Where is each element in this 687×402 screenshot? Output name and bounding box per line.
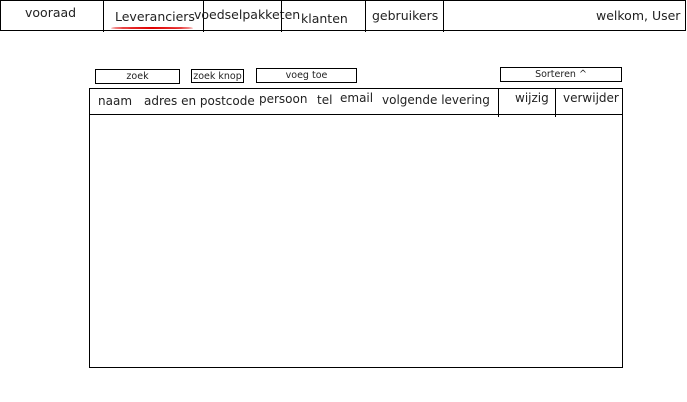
search-button[interactable]: zoek knop xyxy=(191,69,244,83)
column-header-wijzig: wijzig xyxy=(515,91,549,105)
nav-divider xyxy=(365,1,366,32)
welcome-user-text: welkom, User xyxy=(596,8,681,23)
column-header-adres-en-postcode: adres en postcode xyxy=(144,94,255,108)
add-button[interactable]: voeg toe xyxy=(256,68,357,83)
nav-item-vooraad[interactable]: vooraad xyxy=(25,5,77,20)
nav-divider xyxy=(103,1,104,32)
column-header-volgende-levering: volgende levering xyxy=(382,93,490,107)
column-divider xyxy=(555,89,556,117)
nav-item-klanten[interactable]: klanten xyxy=(301,11,348,26)
nav-divider xyxy=(203,1,204,32)
table-header-separator xyxy=(90,114,622,115)
nav-divider xyxy=(281,1,282,32)
search-input[interactable]: zoek xyxy=(95,69,180,84)
top-nav-bar: vooraad Leveranciers voedselpakketen kla… xyxy=(0,0,686,32)
column-header-verwijder: verwijder xyxy=(563,91,619,105)
column-header-naam: naam xyxy=(98,94,133,108)
column-divider xyxy=(498,89,499,117)
suppliers-table: naam adres en postcode persoon tel email… xyxy=(89,88,623,368)
nav-item-leveranciers[interactable]: Leveranciers xyxy=(115,9,195,24)
column-header-persoon: persoon xyxy=(259,92,308,106)
active-tab-underline xyxy=(111,27,193,29)
nav-item-gebruikers[interactable]: gebruikers xyxy=(372,8,439,23)
column-header-tel: tel xyxy=(317,93,333,107)
sort-button[interactable]: Sorteren ^ xyxy=(500,67,622,82)
nav-item-voedselpakketen[interactable]: voedselpakketen xyxy=(194,7,301,22)
nav-divider xyxy=(443,1,444,32)
column-header-email: email xyxy=(340,91,374,105)
